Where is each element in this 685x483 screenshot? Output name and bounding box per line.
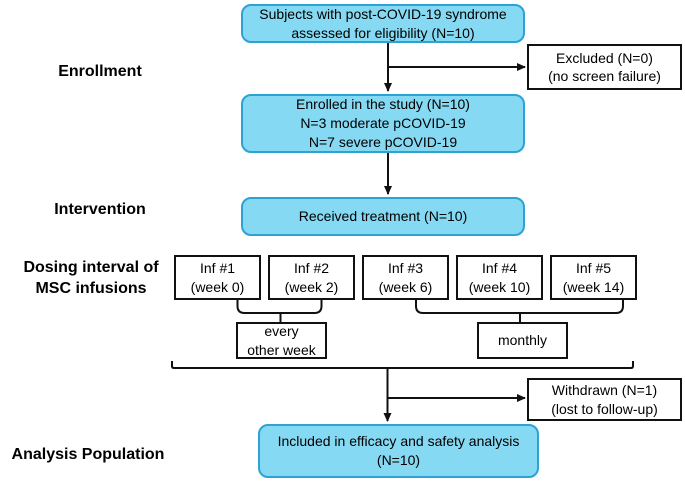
section-label-dosing-line2: MSC infusions <box>35 280 147 297</box>
enrolled-box: Enrolled in the study (N=10) N=3 moderat… <box>241 94 525 153</box>
infusion-4-box: Inf #4 (week 10) <box>456 255 543 300</box>
section-label-dosing-line1: Dosing interval of <box>23 259 159 276</box>
withdrawn-box: Withdrawn (N=1) (lost to follow-up) <box>527 378 682 421</box>
enrolled-line3: N=7 severe pCOVID-19 <box>308 134 458 150</box>
eligibility-line2: assessed for eligibility (N=10) <box>291 24 475 41</box>
monthly-line1: monthly <box>497 332 548 349</box>
infusion-3-box: Inf #3 (week 6) <box>362 255 449 300</box>
every-other-week-line2: other week <box>247 341 316 358</box>
infusion-3-line2: (week 6) <box>378 278 433 295</box>
section-label-dosing-interval: Dosing interval of MSC infusions <box>5 257 177 299</box>
infusion-1-line1: Inf #1 <box>199 260 236 276</box>
analysis-box: Included in efficacy and safety analysis… <box>258 424 539 478</box>
infusion-4-line1: Inf #4 <box>481 260 518 276</box>
excluded-line2: (no screen failure) <box>548 68 661 84</box>
infusion-2-box: Inf #2 (week 2) <box>268 255 355 300</box>
treatment-line1: Received treatment (N=10) <box>298 208 468 224</box>
enrolled-line1: Enrolled in the study (N=10) <box>296 96 470 112</box>
withdrawn-line1: Withdrawn (N=1) <box>551 382 658 398</box>
infusion-3-line1: Inf #3 <box>387 260 424 276</box>
infusion-2-line1: Inf #2 <box>293 260 330 276</box>
every-other-week-box: every other week <box>236 322 327 359</box>
infusion-2-line2: (week 2) <box>284 278 339 295</box>
infusion-4-line2: (week 10) <box>468 278 531 295</box>
infusion-5-line2: (week 14) <box>562 278 625 295</box>
analysis-line2: (N=10) <box>376 452 421 468</box>
section-label-enrollment: Enrollment <box>58 63 142 80</box>
infusion-5-line1: Inf #5 <box>575 260 612 276</box>
withdrawn-line2: (lost to follow-up) <box>551 400 658 417</box>
enrolled-line2: N=3 moderate pCOVID-19 <box>300 115 466 131</box>
eligibility-box: Subjects with post-COVID-19 syndrome ass… <box>241 4 525 43</box>
treatment-box: Received treatment (N=10) <box>241 197 525 236</box>
infusion-1-box: Inf #1 (week 0) <box>174 255 261 300</box>
bracket-infusions-3-4-5 <box>415 300 624 314</box>
excluded-line1: Excluded (N=0) <box>556 49 653 66</box>
section-label-intervention: Intervention <box>54 201 146 218</box>
excluded-box: Excluded (N=0) (no screen failure) <box>527 44 682 90</box>
bracket-infusions-1-2 <box>236 300 323 314</box>
bracket-wide-collection <box>171 361 634 369</box>
section-label-analysis-population: Analysis Population <box>11 446 165 463</box>
monthly-box: monthly <box>477 322 568 359</box>
eligibility-line1: Subjects with post-COVID-19 syndrome <box>259 5 507 22</box>
analysis-line1: Included in efficacy and safety analysis <box>277 433 520 449</box>
infusion-5-box: Inf #5 (week 14) <box>550 255 637 300</box>
infusion-1-line2: (week 0) <box>190 278 245 295</box>
every-other-week-line1: every <box>264 323 299 339</box>
